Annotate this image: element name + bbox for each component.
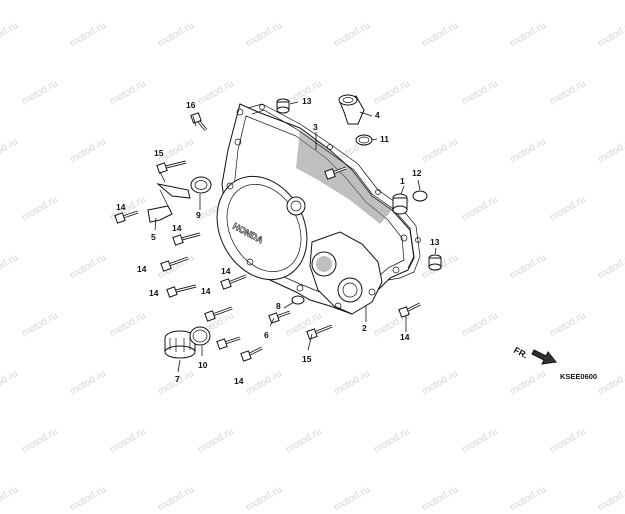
callout-14-g: 14: [234, 376, 244, 386]
callout-13: 13: [302, 96, 312, 106]
bolt-head: [324, 168, 336, 180]
oil-seal: [190, 176, 212, 194]
front-arrow-icon: [531, 349, 557, 365]
bolt-head: [220, 278, 232, 290]
callout-10: 10: [198, 360, 208, 370]
right-crankcase-cover: HONDA: [216, 103, 415, 315]
front-direction-indicator: FR.: [512, 345, 557, 365]
bolt-head: [190, 112, 202, 124]
oil-filler-cap: [164, 330, 196, 359]
callout-14-e: 14: [149, 288, 159, 298]
callout-14-f: 14: [201, 286, 211, 296]
o-ring-collar: [412, 190, 428, 202]
bolt-head: [216, 338, 228, 350]
callout-14-a: 14: [116, 202, 126, 212]
callout-15-lower: 15: [302, 354, 312, 364]
callout-14-c: 14: [137, 264, 147, 274]
callout-13-right: 13: [430, 237, 440, 247]
bolt-head: [160, 260, 172, 272]
bolt-head: [204, 310, 216, 322]
callout-6: 6: [264, 330, 269, 340]
watermark-text: motod.ru: [508, 484, 548, 514]
water-hose-joint: [338, 94, 365, 125]
callout-8: 8: [276, 301, 281, 311]
callout-3: 3: [313, 122, 318, 132]
callout-7: 7: [175, 374, 180, 384]
callout-14-right: 14: [400, 332, 410, 342]
callout-12: 12: [412, 168, 422, 178]
bolt-head: [114, 212, 126, 224]
bolt-head: [172, 234, 184, 246]
watermark-text: motod.ru: [68, 484, 108, 514]
watermark-text: motod.ru: [332, 484, 372, 514]
watermark-text: motod.ru: [596, 484, 625, 514]
callout-11: 11: [380, 134, 389, 144]
watermark-text: motod.ru: [244, 484, 284, 514]
collar: [392, 193, 408, 215]
bolt-head: [166, 286, 178, 298]
leader-lines: [154, 101, 437, 373]
guide-clamp: [147, 183, 191, 223]
callout-5: 5: [151, 232, 156, 242]
bolt-head: [240, 350, 252, 362]
callout-1: 1: [400, 176, 405, 186]
diagram-code: KSEE0600: [560, 372, 598, 381]
callouts: 13 4 3 11 1 12 13 2 14 15 9 5 15 16 14 1…: [116, 96, 440, 386]
callout-16: 16: [186, 100, 196, 110]
cover-gasket: [247, 103, 421, 281]
callout-2: 2: [362, 323, 367, 333]
bolt-head: [156, 162, 168, 174]
parts-diagram: HONDA: [114, 94, 557, 386]
front-label: FR.: [512, 345, 529, 361]
callout-14-b: 14: [172, 223, 182, 233]
callout-4: 4: [375, 110, 380, 120]
o-ring-cap: [189, 326, 211, 346]
bolt-head: [398, 306, 410, 318]
watermark-text: motod.ru: [420, 484, 460, 514]
callout-9: 9: [196, 210, 201, 220]
dowel-pin-right: [428, 254, 442, 271]
watermark-text: motod.ru: [156, 484, 196, 514]
watermark-text: motod.ru: [0, 484, 20, 514]
callout-15-upper: 15: [154, 148, 164, 158]
sealing-washer: [291, 295, 305, 305]
dowel-pin-upper: [276, 98, 290, 114]
o-ring-joint: [355, 134, 373, 146]
callout-14-d: 14: [221, 266, 231, 276]
